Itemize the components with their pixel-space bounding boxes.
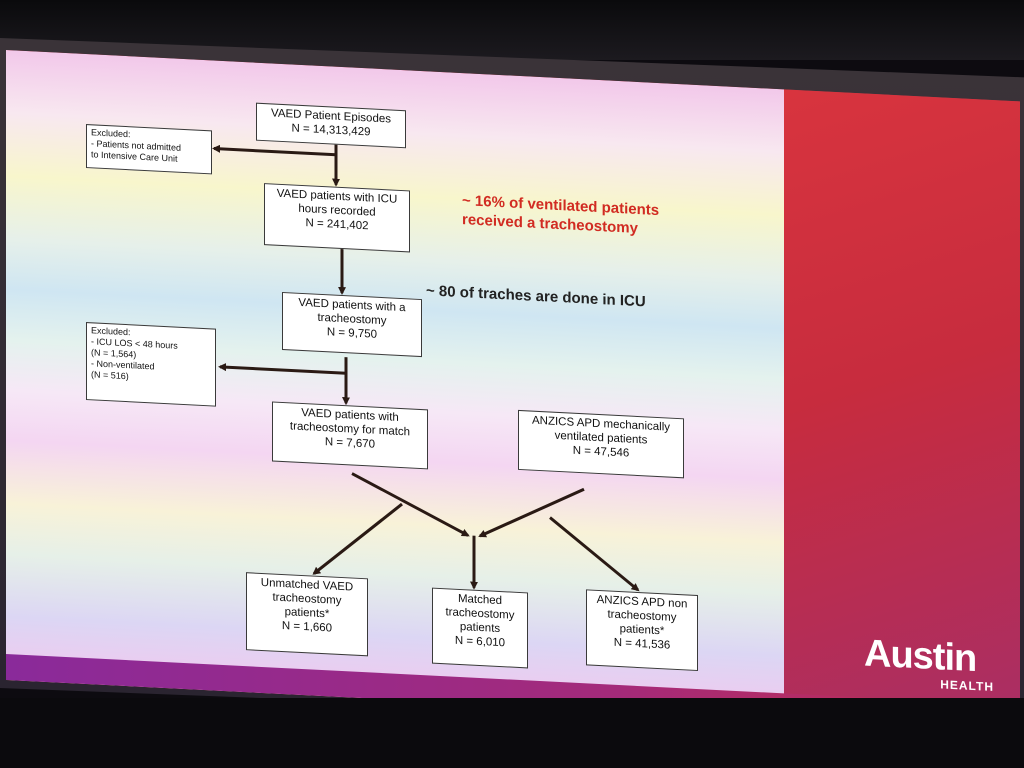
- box-icu-hours: VAED patients with ICU hours recorded N …: [264, 183, 410, 253]
- box-excluded-los: Excluded: - ICU LOS < 48 hours (N = 1,56…: [86, 322, 216, 407]
- box-tracheostomy-for-match: VAED patients with tracheostomy for matc…: [272, 401, 428, 470]
- box-unmatched-vaed: Unmatched VAED tracheostomy patients* N …: [246, 572, 368, 657]
- box-anzics-ventilated: ANZICS APD mechanically ventilated patie…: [518, 409, 684, 479]
- flowchart-arrows: [212, 138, 640, 592]
- box-matched-tracheostomy: Matched tracheostomy patients N = 6,010: [432, 587, 528, 669]
- presentation-slide: VAED Patient Episodes N = 14,313,429 Exc…: [6, 50, 1020, 732]
- austin-health-logo: Austin HEALTH: [864, 632, 1014, 695]
- auditorium-floor: [0, 698, 1024, 768]
- arrow-exclusion-1: [212, 144, 336, 157]
- box-tracheostomy: VAED patients with a tracheostomy N = 9,…: [282, 291, 422, 358]
- arrow-exclusion-2: [218, 363, 346, 375]
- box-vaed-episodes: VAED Patient Episodes N = 14,313,429: [256, 102, 406, 149]
- arrow-to-anzics-non: [549, 516, 640, 592]
- arrow-to-unmatched: [312, 502, 403, 575]
- logo-wordmark: Austin: [864, 632, 977, 681]
- box-anzics-non-tracheostomy: ANZICS APD non tracheostomy patients* N …: [586, 589, 698, 672]
- arrow-match-to-merge: [351, 472, 470, 537]
- box-excluded-non-icu: Excluded: - Patients not admitted to Int…: [86, 124, 212, 175]
- arrow-anzics-to-merge: [478, 487, 585, 538]
